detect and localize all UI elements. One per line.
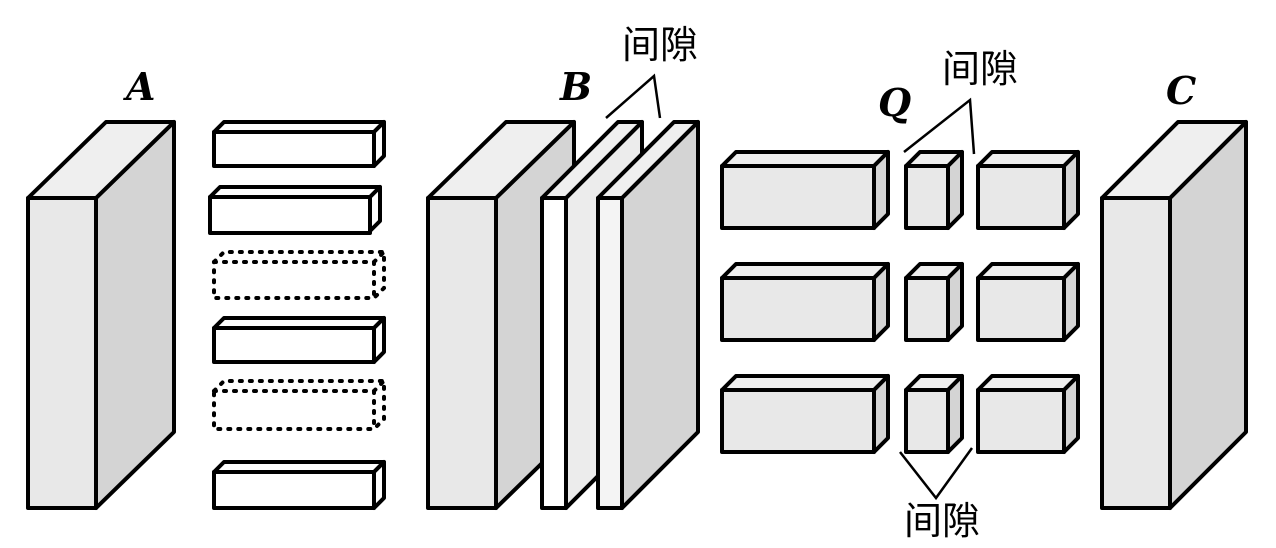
slab-solid [212, 460, 386, 510]
q-block-large [720, 262, 890, 342]
q-block-small [904, 262, 964, 342]
slab-solid [212, 316, 386, 364]
q-grid [720, 150, 1080, 454]
label-b: B [559, 64, 592, 109]
label-a: A [123, 64, 155, 109]
q-block-medium [976, 374, 1080, 454]
q-block-small [904, 374, 964, 454]
gap-label-top: 间隙 [622, 23, 698, 67]
slab-solid [212, 120, 386, 168]
slab-stack [208, 120, 386, 510]
slab-solid [208, 185, 382, 235]
block-a [26, 120, 176, 510]
slab-missing [212, 379, 386, 431]
q-block-small [904, 150, 964, 230]
label-q: Q [878, 80, 911, 125]
q-block-large [720, 150, 890, 230]
thin-plate-2 [596, 120, 700, 510]
gap-label-q-bottom: 间隙 [904, 499, 980, 543]
q-block-large [720, 374, 890, 454]
q-block-medium [976, 262, 1080, 342]
label-c: C [1166, 68, 1196, 113]
gap-leader-q-top [903, 97, 976, 155]
gap-label-q-top: 间隙 [942, 47, 1018, 91]
slab-missing [212, 250, 386, 300]
q-block-medium [976, 150, 1080, 230]
gap-leader-top [605, 73, 662, 119]
gap-leader-q-bottom [899, 447, 974, 501]
block-c [1100, 120, 1248, 510]
